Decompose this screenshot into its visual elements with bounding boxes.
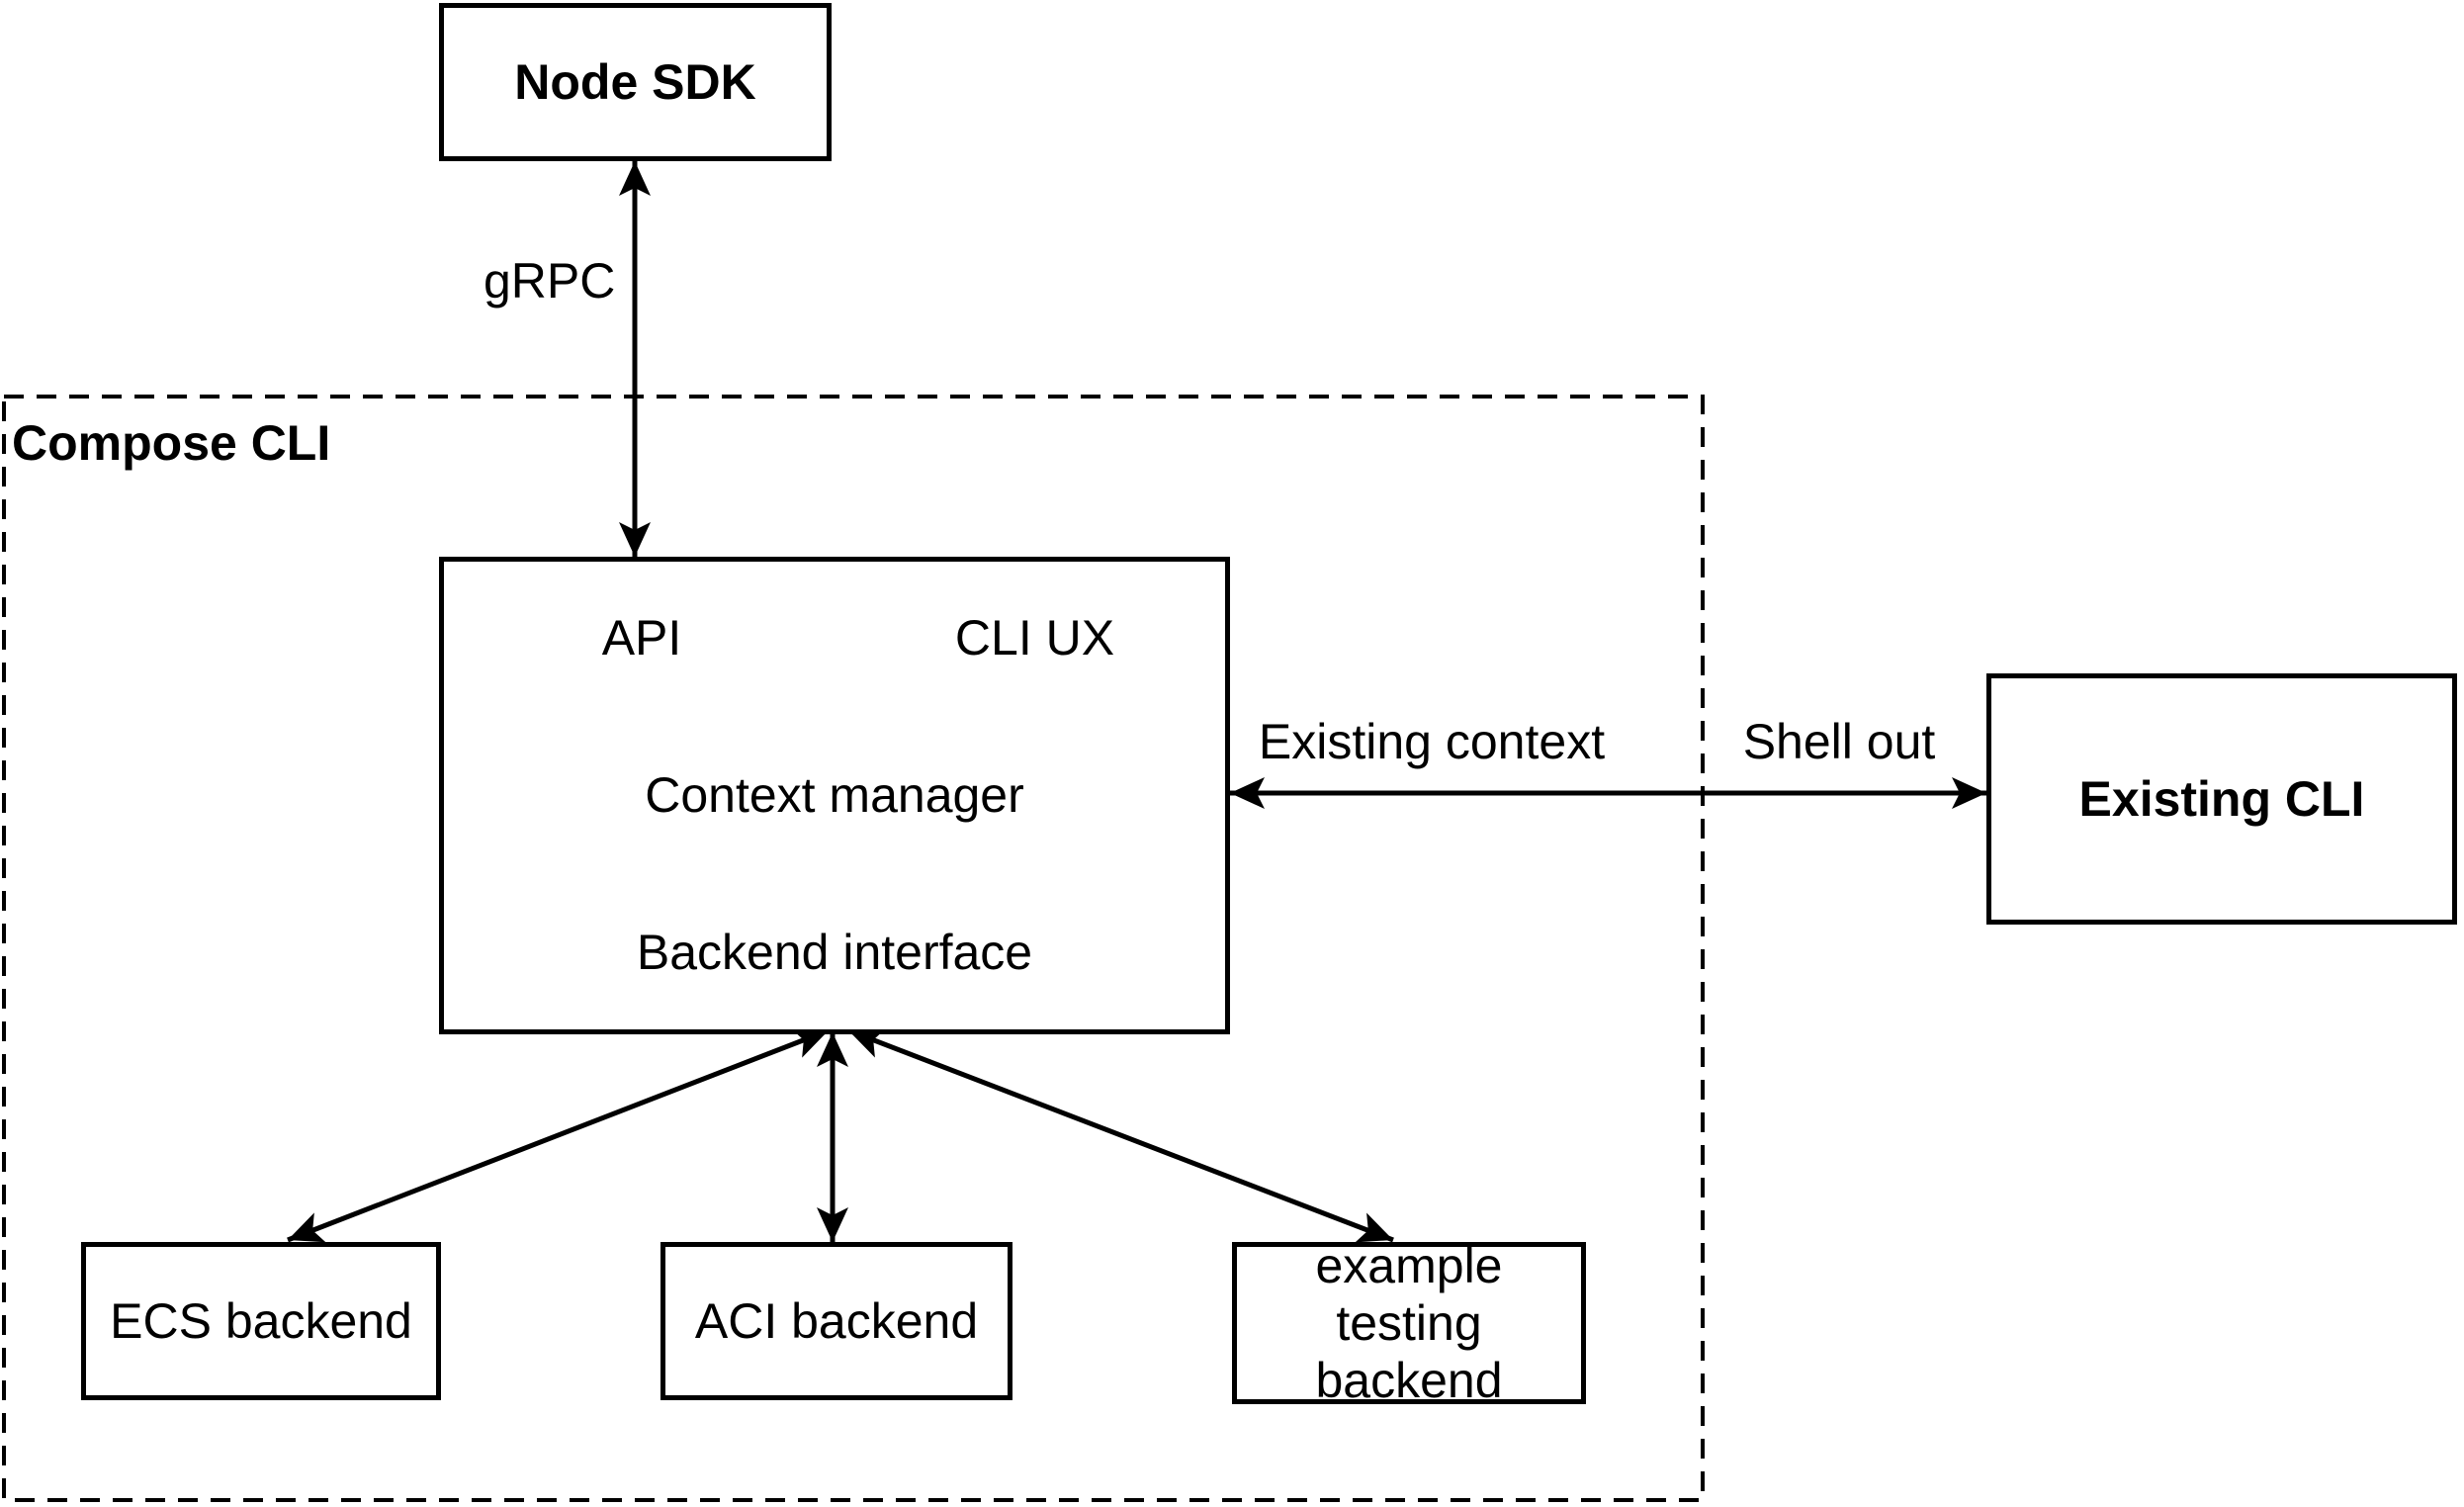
edge-backend-to-example-arrow [847, 1027, 1394, 1243]
existing-cli-box: Existing CLI [1986, 673, 2457, 925]
compose-cli-group-border [2, 395, 1705, 1502]
existing-context-edge-label: Existing context [1258, 714, 1606, 769]
node-sdk-box: Node SDK [439, 3, 832, 161]
aci-backend-box: ACI backend [660, 1242, 1012, 1400]
edge-backend-to-ecs-arrow [287, 1027, 830, 1243]
api-cell: API [444, 609, 839, 666]
shell-out-edge-label: Shell out [1742, 714, 1936, 769]
backend-interface-cell: Backend interface [444, 924, 1225, 981]
example-testing-backend-box: example testing backend [1232, 1238, 1586, 1408]
compose-cli-core-box: API CLI UX Context manager Backend inter… [439, 557, 1230, 1034]
ecs-backend-box: ECS backend [81, 1242, 441, 1400]
grpc-edge-label: gRPC [484, 253, 616, 309]
compose-cli-group-label: Compose CLI [12, 415, 331, 471]
cli-ux-cell: CLI UX [844, 609, 1225, 666]
context-manager-cell: Context manager [444, 765, 1225, 824]
